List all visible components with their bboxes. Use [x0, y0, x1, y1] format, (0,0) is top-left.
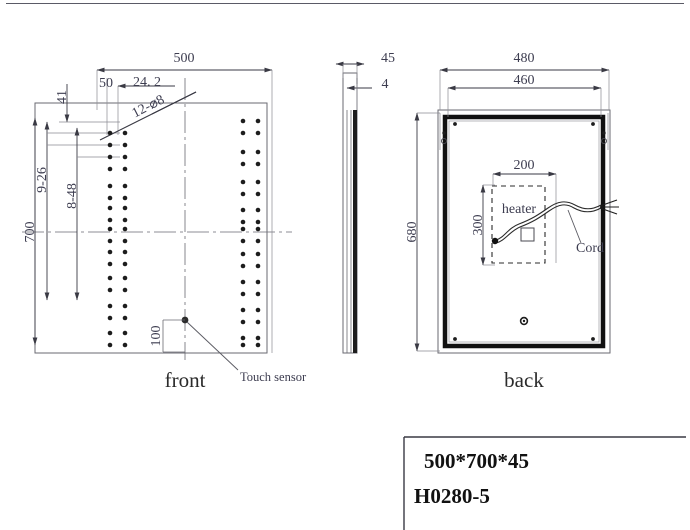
front-hole-dots	[107, 118, 261, 348]
cord-exit-wires	[599, 199, 619, 215]
side-view	[335, 61, 372, 354]
back-mount-dot	[453, 337, 457, 341]
cord-label: Cord	[576, 241, 604, 256]
cord-path-outer	[495, 201, 602, 241]
front-dim-700-text: 700	[23, 222, 38, 243]
touch-sensor-label: Touch sensor	[240, 370, 307, 384]
back-dim-680-text: 680	[405, 222, 420, 243]
back-sensor	[519, 316, 529, 326]
back-view-label: back	[504, 368, 544, 392]
back-dim-460-text: 460	[514, 73, 535, 88]
side-dim-45-text: 45	[381, 51, 395, 66]
back-dim-480-text: 480	[514, 51, 535, 66]
front-panel-outline	[34, 102, 268, 354]
back-frame-band	[442, 114, 606, 349]
back-mount-dot	[591, 122, 595, 126]
title-block: 500*700*45 H0280-5	[403, 436, 686, 530]
side-dim-4-text: 4	[382, 77, 389, 92]
back-dim-300-text: 300	[471, 215, 486, 236]
front-view-label: front	[165, 368, 206, 392]
cord-label-leader	[567, 209, 582, 244]
side-glass-band	[353, 110, 357, 353]
front-dim-500-text: 500	[174, 51, 195, 66]
heater-label: heater	[502, 202, 537, 217]
sheet-top-rule	[6, 3, 684, 4]
front-dim-100-text: 100	[149, 326, 164, 347]
heater-element-square	[520, 227, 535, 242]
front-view	[22, 67, 292, 371]
back-dim-200-text: 200	[514, 158, 535, 173]
back-hanger-right	[600, 113, 609, 150]
front-dim-41-text: 41	[55, 90, 70, 104]
title-block-model: H0280-5	[414, 484, 490, 508]
heater-region	[491, 185, 546, 264]
back-hanger-left	[439, 113, 448, 150]
title-block-size: 500*700*45	[424, 449, 529, 473]
front-dim-848-text: 8-48	[65, 183, 80, 209]
back-view	[414, 67, 619, 354]
cord-terminal-dot	[491, 237, 499, 245]
back-mount-dot	[453, 122, 457, 126]
back-frame-inner-edge	[448, 120, 600, 343]
back-outer-frame	[437, 109, 611, 354]
front-dim-242-text: 24. 2	[133, 75, 161, 90]
touch-sensor-leader	[186, 321, 239, 371]
front-hole-note-text: 12-⌀8	[130, 92, 167, 121]
front-dim-926-text: 9-26	[35, 167, 50, 193]
cord-path-inner	[495, 204, 602, 244]
front-dim-50-text: 50	[99, 76, 113, 91]
title-block-border	[403, 436, 686, 530]
front-hole-note-underline	[151, 91, 197, 115]
back-mount-dot	[591, 337, 595, 341]
